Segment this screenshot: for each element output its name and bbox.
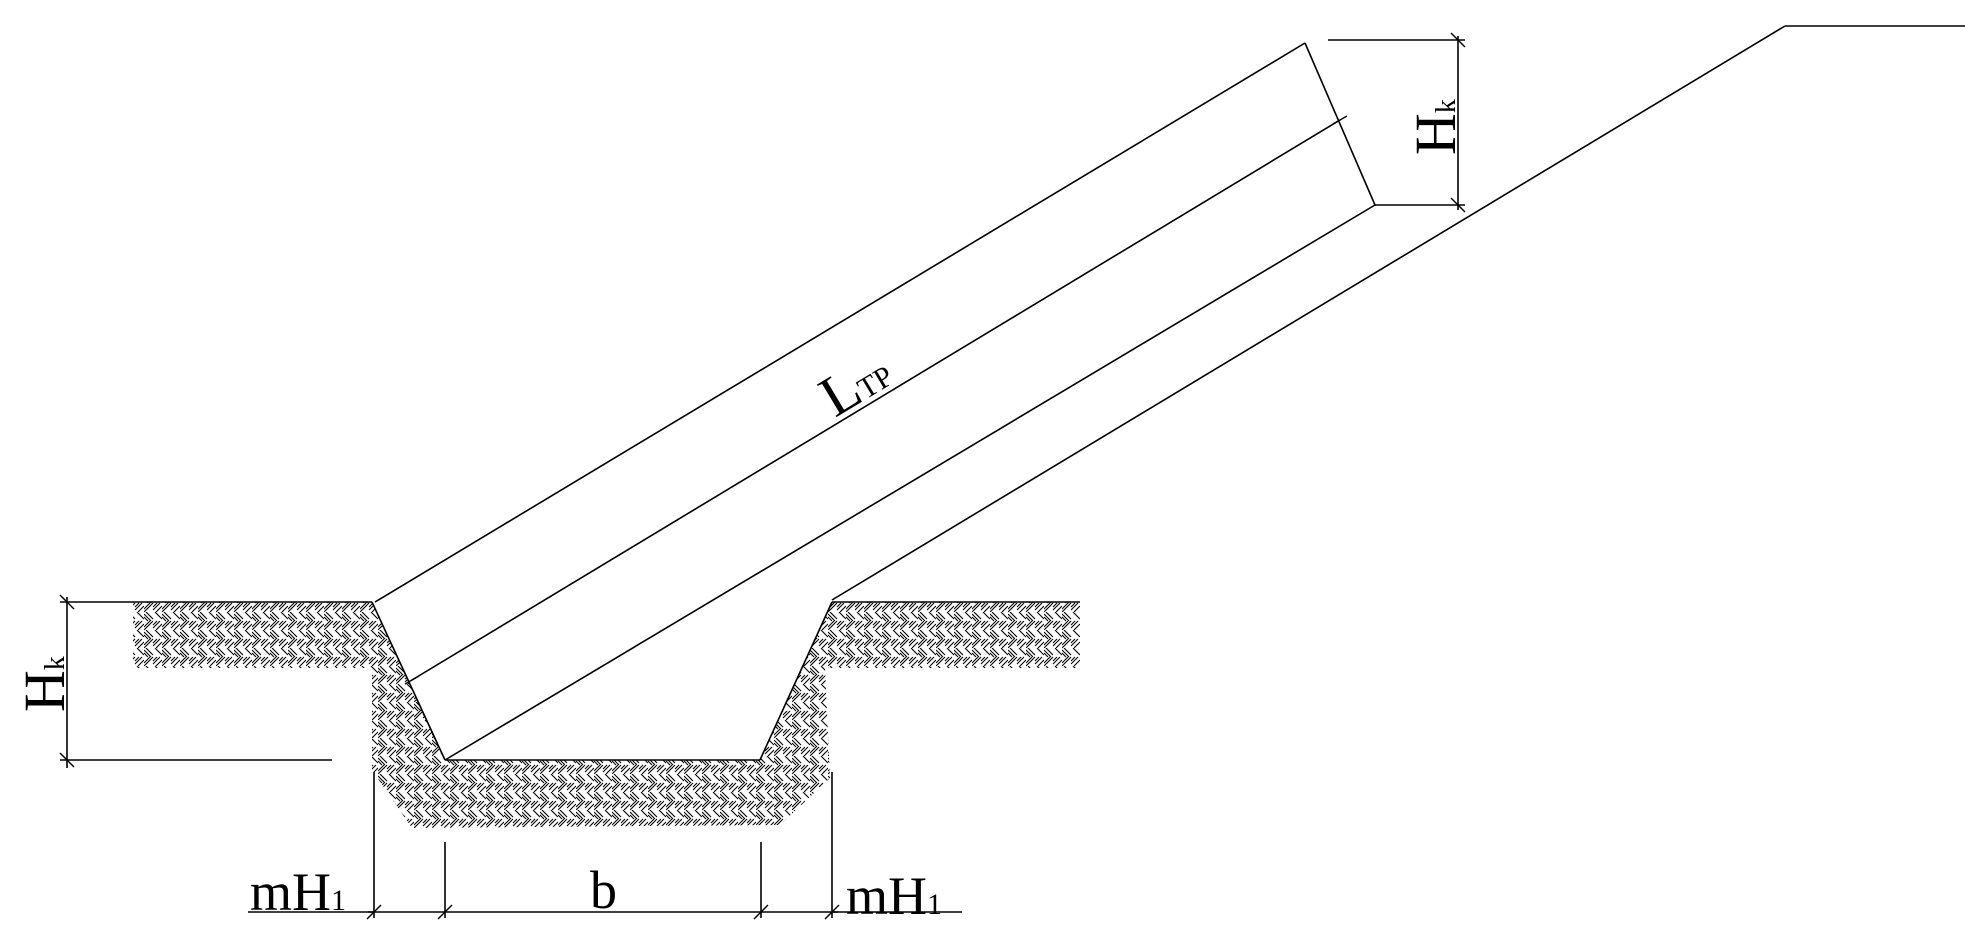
slab-end-edge — [1304, 42, 1376, 206]
trench-cut — [372, 600, 832, 760]
dim-hk-right-tick-top — [1450, 32, 1466, 48]
dim-tick-4 — [824, 904, 840, 920]
label-hk-right: Hk — [1403, 99, 1468, 155]
slab-middle-line — [411, 119, 1341, 681]
slope-line — [831, 25, 1786, 601]
soil-hatch — [133, 602, 1080, 828]
label-mh1-right: mH1 — [846, 866, 942, 926]
label-ltp: LTP — [808, 337, 902, 429]
dim-tick-2 — [437, 904, 453, 920]
slab-bottom-edge — [444, 204, 1376, 761]
label-hk-left: Hk — [12, 656, 77, 712]
dim-tick-1 — [366, 904, 382, 920]
trench-wall-right — [759, 601, 833, 761]
dim-hk-left-tick-top — [59, 594, 75, 610]
dim-hk-right-tick-bottom — [1450, 197, 1466, 213]
slab-tick-right — [1332, 115, 1348, 125]
dim-tick-3 — [753, 904, 769, 920]
slab-top-edge — [374, 42, 1306, 603]
label-b: b — [590, 860, 617, 920]
slab-tick-left — [404, 675, 420, 685]
trench-wall-left — [371, 601, 446, 761]
label-mh1-left: mH1 — [250, 862, 346, 922]
dim-hk-left-tick-bottom — [59, 752, 75, 768]
